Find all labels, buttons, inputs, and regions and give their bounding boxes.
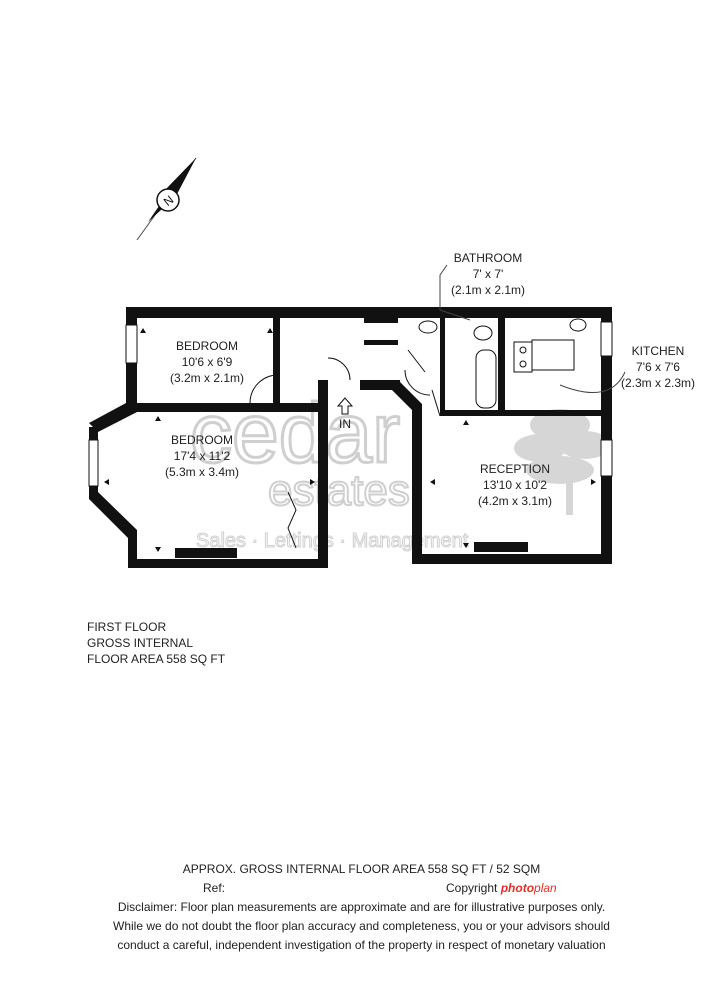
fixtures [287,318,587,549]
worktop [531,339,575,371]
room-kitchen: KITCHEN 7'6 x 7'6 (2.3m x 2.3m) [559,344,695,394]
room-bedroom-2: BEDROOM 17'4 x 11'2 (5.3m x 3.4m) [165,433,239,479]
wardrobe [287,491,297,549]
room-metric: (2.1m x 2.1m) [451,283,525,297]
room-name: KITCHEN [632,344,685,358]
room-name: RECEPTION [480,462,550,476]
footer: APPROX. GROSS INTERNAL FLOOR AREA 558 SQ… [0,860,723,955]
footer-disclaimer-2: While we do not doubt the floor plan acc… [113,919,610,933]
logo-photo: photo [500,881,535,895]
room-name: BATHROOM [454,251,522,265]
room-imperial: 13'10 x 10'2 [483,478,547,492]
floor-area-label: GROSS INTERNAL [87,636,194,650]
watermark: cedar estates Sales · Lettings · Managem… [189,385,611,553]
dimension-markers [104,328,596,552]
room-imperial: 10'6 x 6'9 [182,355,233,369]
room-metric: (3.2m x 2.1m) [170,371,244,385]
footer-ref: Ref: [203,881,226,895]
footer-copyright: Copyright photoplan [446,879,557,898]
tree-icon [514,409,611,515]
watermark-line1: cedar [190,386,400,480]
room-name: BEDROOM [176,339,238,353]
room-metric: (2.3m x 2.3m) [621,376,695,390]
floor-name: FIRST FLOOR [87,620,167,634]
room-metric: (5.3m x 3.4m) [165,465,239,479]
footer-disclaimer-1: Disclaimer: Floor plan measurements are … [117,900,606,914]
windows [88,321,613,487]
room-imperial: 7' x 7' [473,267,504,281]
kitchen-sink-icon [569,318,587,332]
compass-needle-icon [166,158,196,196]
entrance-label: IN [339,417,351,431]
room-bathroom: BATHROOM 7' x 7' (2.1m x 2.1m) [439,251,525,321]
footer-ref-row: Ref: Copyright photoplan [0,879,723,898]
footer-area: APPROX. GROSS INTERNAL FLOOR AREA 558 SQ… [182,862,541,876]
entrance-arrow-icon [336,397,354,415]
room-imperial: 7'6 x 7'6 [636,360,680,374]
copyright-label: Copyright [446,881,498,895]
compass: N [136,157,197,241]
bath-icon [475,349,497,409]
floor-area-value: FLOOR AREA 558 SQ FT [87,652,226,666]
room-metric: (4.2m x 3.1m) [478,494,552,508]
logo-plan: plan [534,881,557,895]
room-bedroom-1: BEDROOM 10'6 x 6'9 (3.2m x 2.1m) [170,339,244,385]
room-reception: RECEPTION 13'10 x 10'2 (4.2m x 3.1m) [478,462,552,508]
watermark-line3: Sales · Lettings · Management [196,530,469,552]
floor-info: FIRST FLOOR GROSS INTERNAL FLOOR AREA 55… [87,619,225,667]
basin-icon [418,320,438,334]
footer-disclaimer-3: conduct a careful, independent investiga… [117,938,606,952]
room-imperial: 17'4 x 11'2 [174,449,231,463]
photoplan-logo: photoplan [501,881,557,895]
toilet-icon [473,325,493,341]
room-name: BEDROOM [171,433,233,447]
radiators [175,542,528,558]
door-swings [249,349,441,417]
watermark-line2: estates [268,466,410,515]
